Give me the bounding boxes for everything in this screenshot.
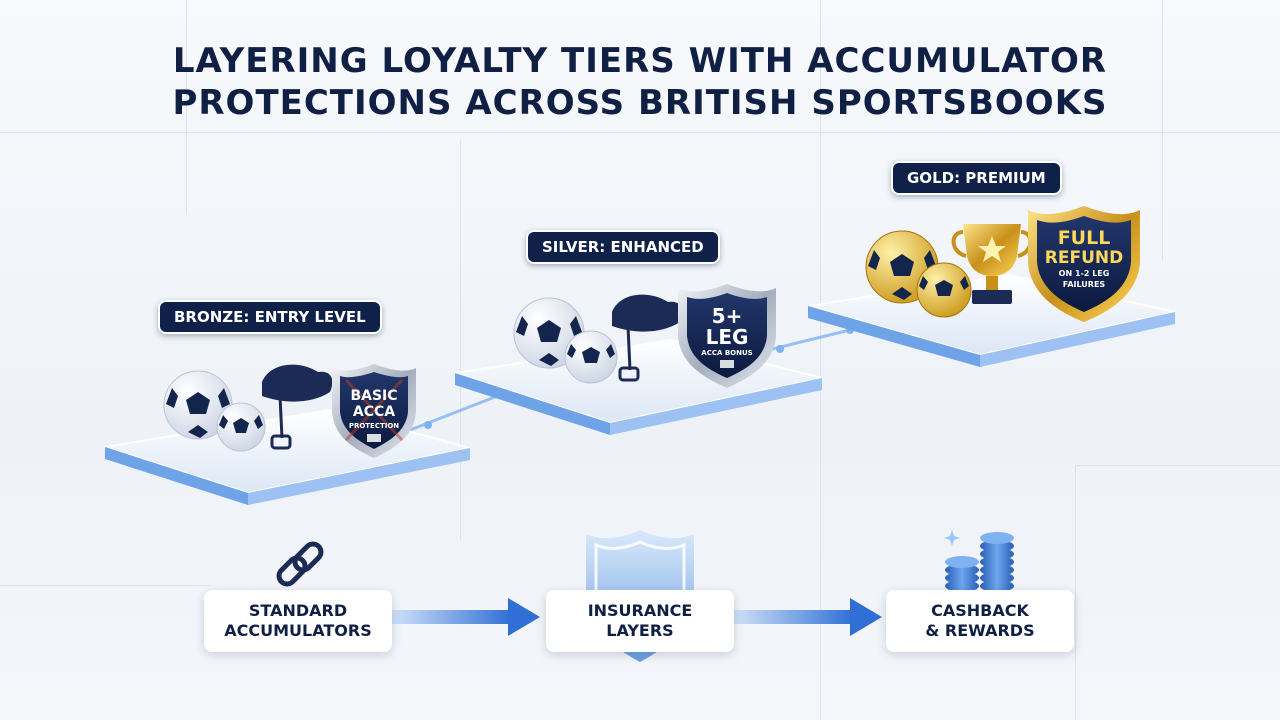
chain-link-icon — [276, 541, 324, 587]
page-title: LAYERING LOYALTY TIERS WITH ACCUMULATOR … — [0, 40, 1280, 124]
silver-badge-line-2: LEG — [706, 325, 749, 349]
football-icon — [216, 402, 266, 452]
gold-football-icon — [916, 262, 972, 318]
acca-bonus-shield-icon: 5+ LEG ACCA BONUS — [678, 284, 776, 388]
flow-box-cashback-rewards: CASHBACK & REWARDS — [886, 590, 1074, 652]
flow-box-line-2: & REWARDS — [925, 621, 1035, 640]
flow-arrow — [734, 598, 882, 636]
background-line — [820, 0, 821, 720]
background-line — [1162, 0, 1163, 260]
basic-acca-shield-icon: BASIC ACCA PROTECTION — [332, 364, 416, 458]
background-line — [0, 132, 1280, 133]
tier-label-silver: SILVER: ENHANCED — [526, 230, 720, 264]
silver-badge-line-3: ACCA BONUS — [701, 349, 752, 357]
tier-connector — [759, 328, 851, 354]
background-line — [0, 585, 210, 586]
gold-badge-line-4: FAILURES — [1063, 280, 1106, 289]
full-refund-shield-icon: FULL REFUND ON 1-2 LEG FAILURES — [1028, 206, 1140, 322]
flow-box-line-1: CASHBACK — [931, 601, 1029, 620]
saddle-icon — [262, 364, 333, 450]
bronze-badge-line-2: ACCA — [353, 404, 395, 420]
tier-label-gold: GOLD: PREMIUM — [891, 161, 1062, 195]
football-icon — [163, 370, 233, 440]
football-icon — [564, 330, 618, 384]
flow-arrow — [392, 598, 540, 636]
coin-stack-icon — [944, 530, 1014, 592]
flow-box-line-1: INSURANCE — [587, 601, 693, 620]
flow-box-line-1: STANDARD — [248, 601, 348, 620]
flow-box-insurance-layers: INSURANCE LAYERS — [546, 590, 734, 652]
tier-connector — [409, 393, 501, 432]
trophy-icon — [951, 224, 1033, 304]
flow-box-standard-accumulators: STANDARD ACCUMULATORS — [204, 590, 392, 652]
title-line-1: LAYERING LOYALTY TIERS WITH ACCUMULATOR — [172, 41, 1108, 81]
flow-box-line-2: ACCUMULATORS — [224, 621, 372, 640]
bronze-badge-line-1: BASIC — [350, 388, 397, 404]
background-line — [460, 140, 461, 540]
gold-badge-line-2: REFUND — [1045, 248, 1123, 268]
background-line — [1075, 465, 1280, 466]
tier-label-bronze: BRONZE: ENTRY LEVEL — [158, 300, 382, 334]
silver-badge-line-1: 5+ — [712, 304, 743, 328]
flow-box-line-2: LAYERS — [606, 621, 674, 640]
background-line — [1075, 465, 1076, 720]
background-line — [186, 0, 187, 215]
saddle-icon — [612, 294, 683, 382]
bronze-platform — [104, 408, 471, 505]
title-line-2: PROTECTIONS ACROSS BRITISH SPORTSBOOKS — [172, 83, 1108, 123]
bronze-badge-line-3: PROTECTION — [349, 422, 399, 430]
gold-badge-line-3: ON 1-2 LEG — [1059, 269, 1110, 278]
gold-badge-line-1: FULL — [1058, 227, 1111, 249]
